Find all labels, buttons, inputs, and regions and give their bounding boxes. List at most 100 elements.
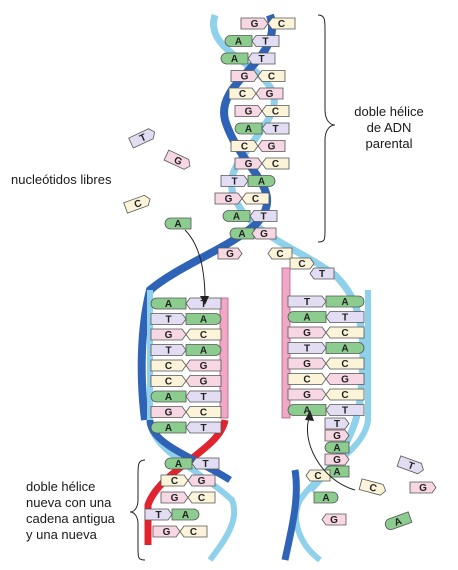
- base-c: C: [267, 17, 296, 30]
- nucleotide-shape: [251, 227, 277, 240]
- base-letter: T: [304, 297, 310, 308]
- nucleotide-shape: [187, 474, 216, 487]
- base-letter: T: [200, 423, 206, 434]
- base-letter: G: [241, 72, 249, 83]
- base-letter: C: [133, 198, 144, 211]
- base-letter: A: [165, 392, 172, 403]
- base-g: G: [240, 17, 269, 30]
- nucleotide-shape: [321, 513, 347, 526]
- base-letter: G: [341, 375, 349, 386]
- base-c: C: [261, 157, 290, 170]
- nucleotide-shape: [217, 247, 243, 260]
- base-c: C: [187, 491, 216, 504]
- base-a: A: [164, 457, 193, 470]
- nucleotide-shape: [163, 149, 191, 170]
- base-letter: C: [298, 259, 305, 270]
- base-letter: C: [341, 359, 348, 370]
- nucleotide-shape: [325, 342, 365, 354]
- nucleotide-shape: [261, 105, 290, 117]
- free-nucleotide-a: A: [164, 217, 192, 230]
- base-letter: G: [226, 249, 234, 260]
- arrow-right: [306, 414, 356, 491]
- arrowhead-left: [200, 296, 209, 305]
- base-letter: C: [314, 471, 321, 482]
- base-letter: C: [272, 107, 279, 118]
- base-c: C: [325, 326, 365, 339]
- nucleotide-shape: [150, 313, 187, 325]
- base-a: A: [171, 508, 200, 521]
- nucleotide-shape: [229, 227, 255, 240]
- base-t: T: [249, 210, 278, 223]
- base-letter: A: [200, 346, 207, 357]
- base-letter: A: [393, 516, 404, 529]
- base-a: A: [185, 344, 222, 357]
- nucleotide-shape: [241, 192, 270, 205]
- base-letter: C: [165, 377, 172, 388]
- base-letter: T: [319, 269, 325, 280]
- base-a: A: [185, 313, 222, 326]
- base-g: G: [152, 525, 181, 538]
- base-a: A: [150, 390, 187, 403]
- base-letter: A: [165, 423, 172, 434]
- base-g: G: [150, 328, 187, 341]
- nucleotide-shape: [287, 404, 327, 416]
- base-c: C: [241, 192, 270, 205]
- base-g: G: [257, 140, 286, 153]
- nucleotide-shape: [230, 70, 259, 82]
- fork-base-g: G: [251, 227, 277, 240]
- nucleotide-shape: [247, 175, 276, 187]
- base-c: C: [228, 87, 257, 100]
- base-letter: G: [225, 194, 233, 205]
- parental-helix-label: doble hélice de ADN parental: [341, 104, 437, 152]
- nucleotide-shape: [150, 359, 187, 372]
- nucleotide-shape: [324, 417, 350, 430]
- nucleotide-shape: [164, 457, 193, 470]
- nucleotide-shape: [179, 525, 208, 538]
- nucleotide-shape: [287, 311, 327, 323]
- base-a: A: [325, 295, 365, 308]
- arrowhead-right: [305, 410, 314, 421]
- base-letter: A: [303, 313, 310, 324]
- base-letter: G: [163, 527, 171, 538]
- base-a: A: [287, 404, 327, 417]
- right-single-base-t: T: [324, 417, 350, 430]
- base-c: C: [179, 525, 208, 538]
- base-letter: G: [171, 493, 179, 504]
- nucleotide-shape: [234, 157, 263, 170]
- base-c: C: [185, 328, 222, 341]
- nucleotide-shape: [185, 297, 222, 310]
- nucleotide-shape: [240, 17, 269, 30]
- base-c: C: [150, 375, 187, 388]
- nucleotide-shape: [267, 17, 296, 30]
- base-t: T: [251, 35, 280, 48]
- base-letter: G: [333, 455, 341, 466]
- base-letter: G: [303, 328, 311, 339]
- fork-base-a: A: [229, 227, 255, 240]
- nucleotide-shape: [185, 328, 222, 341]
- free-nucleotide-a: A: [384, 511, 413, 530]
- nucleotide-shape: [228, 87, 257, 100]
- base-g: G: [287, 388, 327, 401]
- fork-base-g: G: [217, 247, 243, 260]
- nucleotide-shape: [324, 453, 350, 466]
- fork-base-t: T: [309, 267, 335, 280]
- base-letter: A: [322, 493, 329, 504]
- base-letter: A: [182, 510, 189, 521]
- nucleotide-shape: [324, 429, 350, 442]
- base-letter: C: [190, 527, 197, 538]
- base-letter: G: [198, 476, 206, 487]
- base-letter: G: [330, 515, 338, 526]
- base-letter: A: [235, 37, 242, 48]
- base-t: T: [150, 313, 187, 326]
- nucleotide-shape: [185, 359, 222, 372]
